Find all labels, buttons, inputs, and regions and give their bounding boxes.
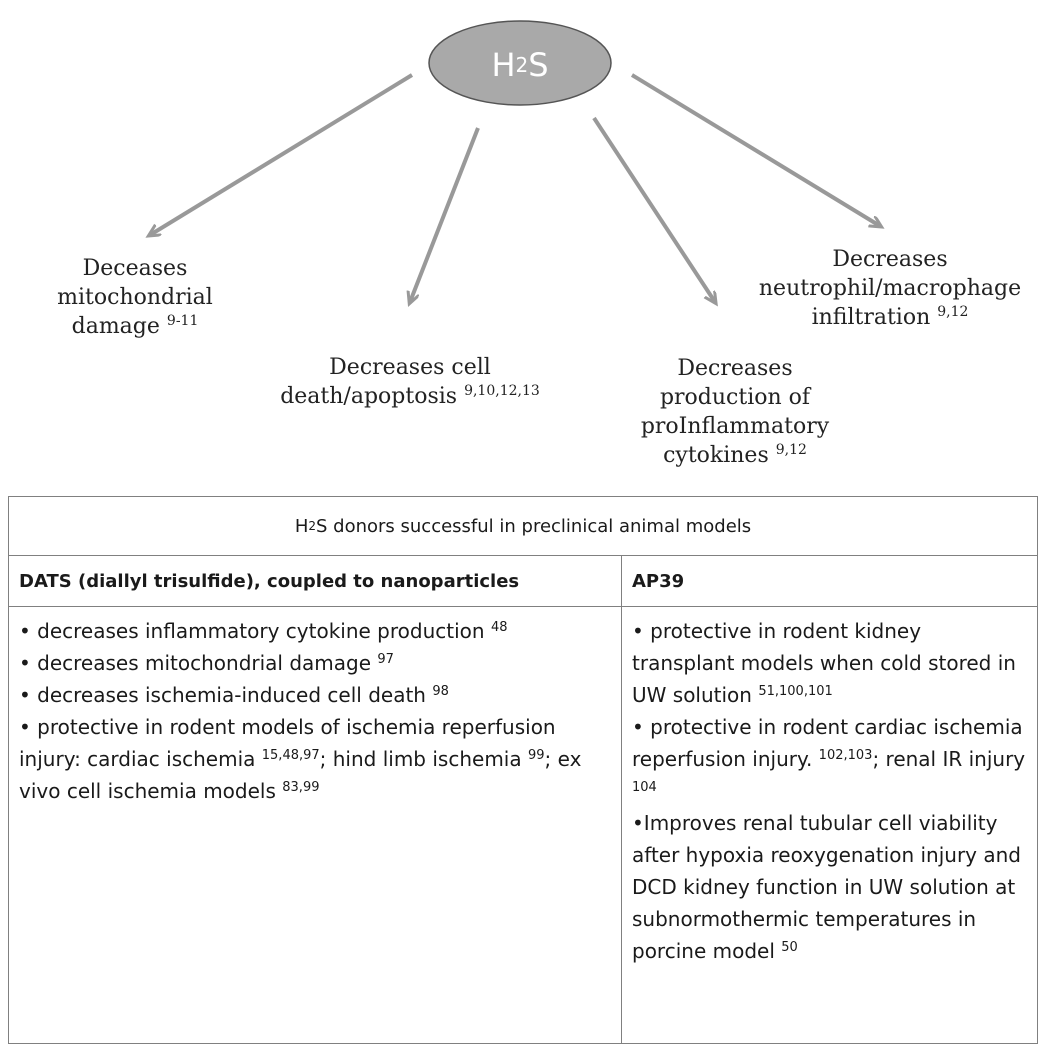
arrow-to-cytokines xyxy=(592,116,715,302)
effect-neutrophil-infiltration: Decreases neutrophil/macrophage infiltra… xyxy=(758,247,1022,330)
ap39-effects-cell: • protective in rodent kidney transplant… xyxy=(622,607,1037,1043)
citation-ref: 102,103 xyxy=(818,748,873,763)
table-body-row: • decreases inflammatory cytokine produc… xyxy=(9,607,1037,1043)
item-text: ; hind limb ischemia xyxy=(319,747,528,771)
citation-ref: 15,48,97 xyxy=(261,748,320,763)
diagram-arrows-svg xyxy=(0,20,1050,490)
item-text: • protective in rodent cardiac ischemia … xyxy=(632,715,1023,771)
citation-ref: 98 xyxy=(432,684,449,699)
item-text: ; renal IR injury xyxy=(872,747,1026,771)
header-ap39: AP39 xyxy=(632,570,685,592)
citation-ref: 51,100,101 xyxy=(758,684,833,699)
arrow-to-cell-death xyxy=(410,127,480,302)
citation-ref: 50 xyxy=(781,940,798,955)
item-text: •Improves renal tubular cell viability a… xyxy=(632,811,1021,963)
ap39-effect-item: • protective in rodent kidney transplant… xyxy=(632,615,1027,711)
dats-effect-item: • decreases mitochondrial damage 97 xyxy=(19,647,611,679)
item-text: ; ex vivo cell ischemia models xyxy=(19,747,582,803)
arrow-to-mitochondrial xyxy=(150,73,414,235)
header-dats: DATS (diallyl trisulfide), coupled to na… xyxy=(9,556,622,606)
citation-ref: 83,99 xyxy=(282,780,320,795)
dats-effects-cell: • decreases inflammatory cytokine produc… xyxy=(9,607,622,1043)
ap39-effect-item: •Improves renal tubular cell viability a… xyxy=(632,807,1027,967)
citation-ref: 97 xyxy=(377,652,394,667)
h2s-hub-ellipse xyxy=(428,20,612,106)
dats-effect-item: • protective in rodent models of ischemi… xyxy=(19,711,611,807)
item-text: • protective in rodent kidney transplant… xyxy=(632,619,1016,707)
item-text: • decreases ischemia-induced cell death xyxy=(19,683,433,707)
effect-mitochondrial-damage: Deceases mitochondrial damage 9-11 xyxy=(57,256,213,339)
item-text: • protective in rodent models of ischemi… xyxy=(19,715,556,771)
dats-effect-item: • decreases inflammatory cytokine produc… xyxy=(19,615,611,647)
effect-proinflammatory-cytokines: Decreases production of proInflammatory … xyxy=(640,356,830,468)
arrow-to-neutrophil xyxy=(630,73,880,226)
ap39-effect-item: • protective in rodent cardiac ischemia … xyxy=(632,711,1027,807)
citation-ref: 99 xyxy=(527,748,545,763)
citation-ref: 104 xyxy=(632,780,657,795)
item-text: • decreases mitochondrial damage xyxy=(19,651,378,675)
dats-effect-item: • decreases ischemia-induced cell death … xyxy=(19,679,611,711)
table-header-row: DATS (diallyl trisulfide), coupled to na… xyxy=(9,556,1037,607)
citation-ref: 48 xyxy=(490,620,508,635)
effect-cell-death: Decreases cell death/apoptosis 9,10,12,1… xyxy=(280,355,540,409)
item-text: • decreases inflammatory cytokine produc… xyxy=(19,619,491,643)
